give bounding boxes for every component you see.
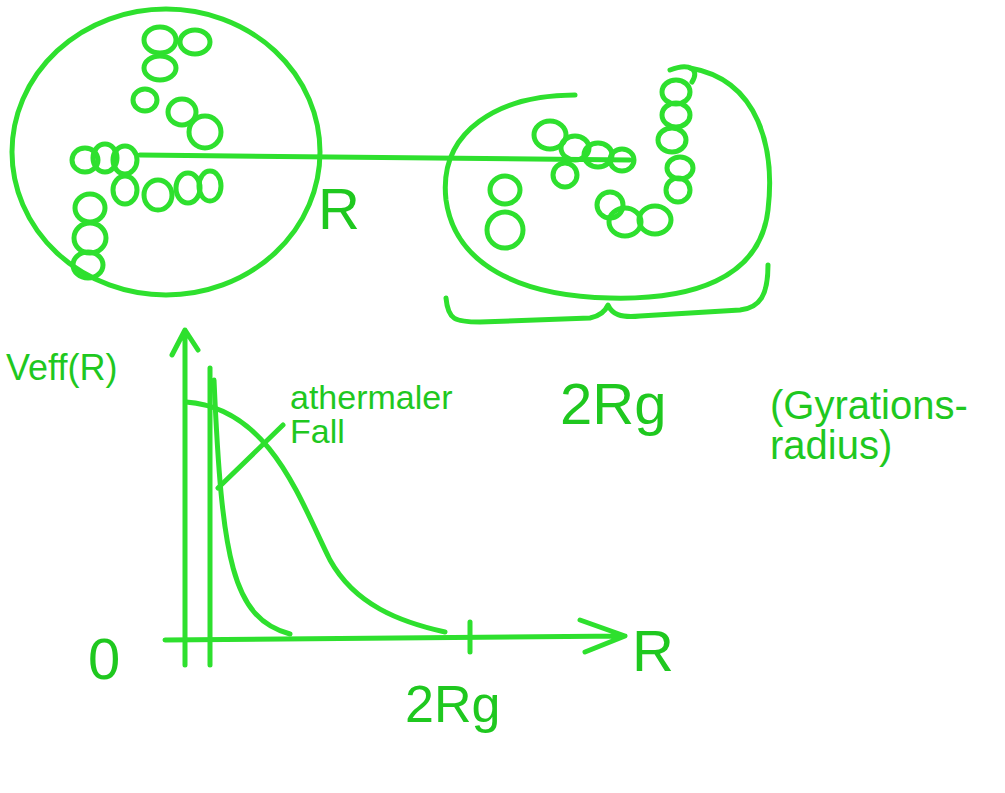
tick-label: 2Rg [405, 678, 500, 730]
origin-label: 0 [88, 630, 120, 688]
y-axis [172, 330, 198, 665]
axis-label: R [632, 622, 674, 680]
distance-line [140, 155, 630, 160]
hard-core-line [208, 368, 213, 665]
axis-label: Veff(R) [6, 350, 117, 386]
brace [446, 265, 768, 322]
curve-label: athermaler Fall [290, 380, 460, 448]
coil-outline [12, 9, 320, 295]
radius-label: 2Rg [560, 375, 666, 433]
coil-outline [445, 68, 769, 298]
leader-line [218, 425, 283, 488]
x-axis [165, 620, 625, 652]
ideal-curve [214, 380, 290, 634]
polymer-segments [72, 27, 221, 278]
distance-label: R [318, 180, 360, 238]
note-label: (Gyrations- radius) [770, 385, 995, 465]
tick [468, 622, 473, 652]
